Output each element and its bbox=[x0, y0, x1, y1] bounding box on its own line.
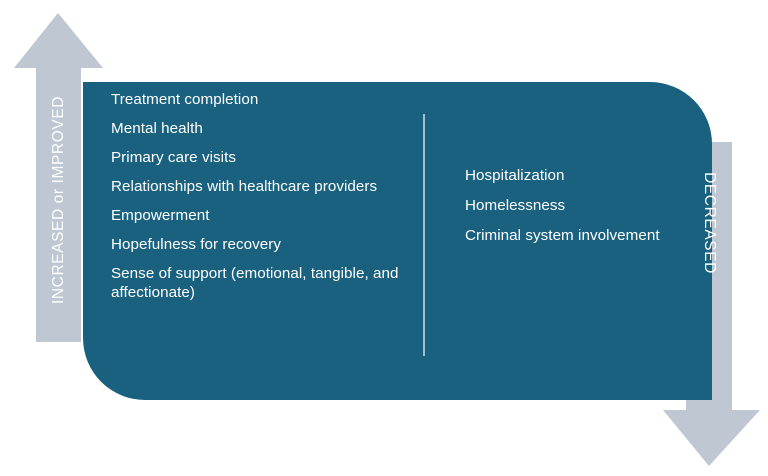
list-item: Mental health bbox=[111, 120, 203, 137]
list-item: Hopefulness for recovery bbox=[111, 236, 282, 253]
list-item: Primary care visits bbox=[111, 149, 236, 166]
list-item: Sense of support (emotional, tangible, a… bbox=[111, 265, 399, 301]
down-arrow-label: DECREASED bbox=[701, 172, 718, 274]
outcomes-panel bbox=[83, 82, 712, 400]
up-arrow-label: INCREASED or IMPROVED bbox=[50, 95, 67, 305]
increased-outcomes-list: Treatment completion Mental health Prima… bbox=[111, 90, 401, 312]
list-item: Homelessness bbox=[465, 197, 566, 214]
list-item: Hospitalization bbox=[465, 167, 565, 184]
list-item: Relationships with healthcare providers bbox=[111, 178, 378, 195]
up-arrow-icon bbox=[14, 13, 103, 342]
list-item: Criminal system involvement bbox=[465, 227, 660, 244]
list-item: Empowerment bbox=[111, 207, 210, 224]
decreased-outcomes-list: Hospitalization Homelessness Criminal sy… bbox=[465, 166, 680, 256]
list-item: Treatment completion bbox=[111, 91, 259, 108]
column-divider bbox=[423, 114, 425, 356]
